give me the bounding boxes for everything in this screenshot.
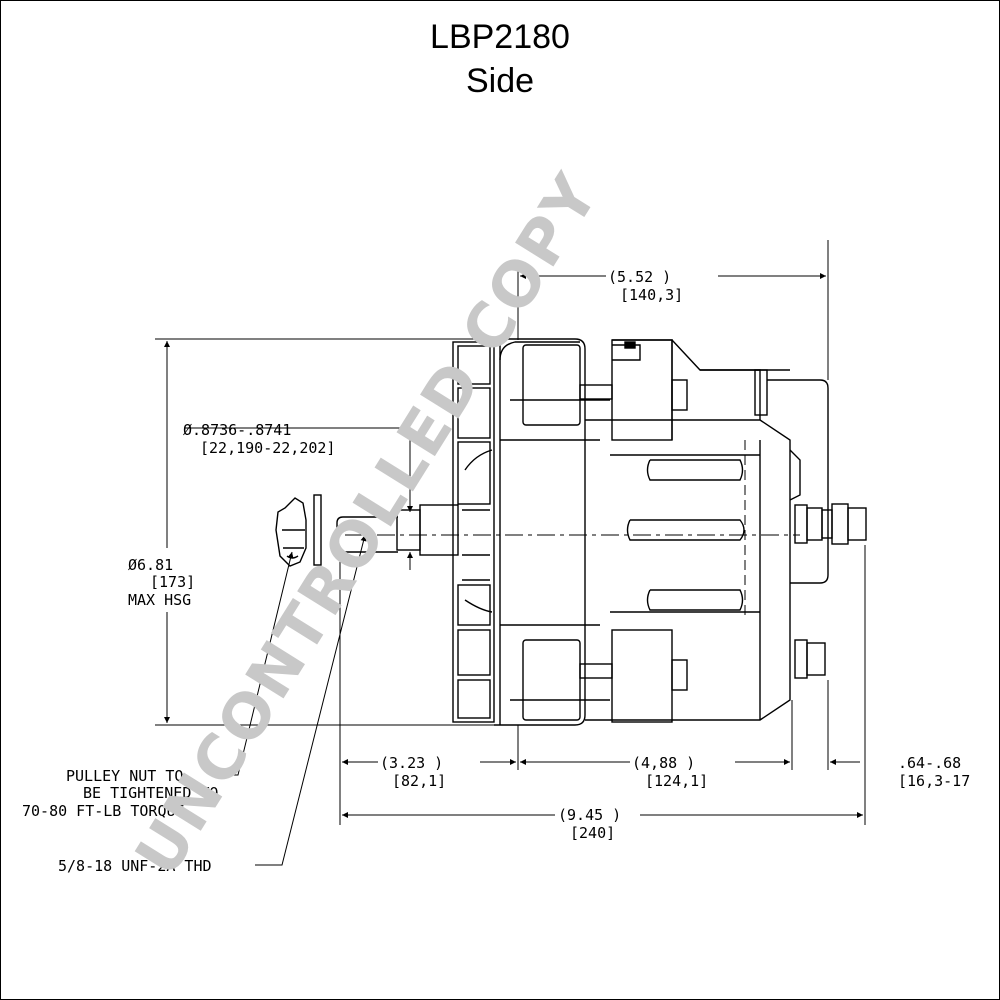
total-length-mm: [240] (570, 824, 615, 842)
drawing-title: LBP2180 (430, 18, 570, 56)
front-length-mm: [82,1] (392, 772, 446, 790)
overall-length-mm: [140,3] (620, 286, 683, 304)
drawing-subtitle: Side (465, 62, 535, 100)
total-length-inch: (9.45 ) (558, 806, 621, 824)
body-length-inch: (4,88 ) (632, 754, 695, 772)
shaft-diameter-inch: Ø.8736-.8741 (183, 421, 291, 439)
overall-length-inch: (5.52 ) (608, 268, 671, 286)
thread-note: 5/8-18 UNF-2A THD (58, 857, 212, 875)
pulley-note-line3: 70-80 FT-LB TORQUE (22, 802, 185, 820)
stud-length-mm: [16,3-17 (898, 772, 970, 790)
housing-diameter-inch: Ø6.81 (128, 556, 173, 574)
stud-length-inch: .64-.68 (898, 754, 961, 772)
uncontrolled-copy-watermark: UNCONTROLLED COPY (121, 161, 613, 888)
housing-diameter-note: MAX HSG (128, 591, 191, 609)
front-length-inch: (3.23 ) (380, 754, 443, 772)
pulley-note-line2: BE TIGHTENED TO (83, 784, 218, 802)
shaft-diameter-mm: [22,190-22,202] (200, 439, 335, 457)
pulley-note-line1: PULLEY NUT TO (66, 767, 183, 785)
dimension-lines (155, 240, 866, 866)
housing-diameter-mm: [173] (150, 573, 195, 591)
alternator-outline (275, 338, 867, 726)
body-length-mm: [124,1] (645, 772, 708, 790)
